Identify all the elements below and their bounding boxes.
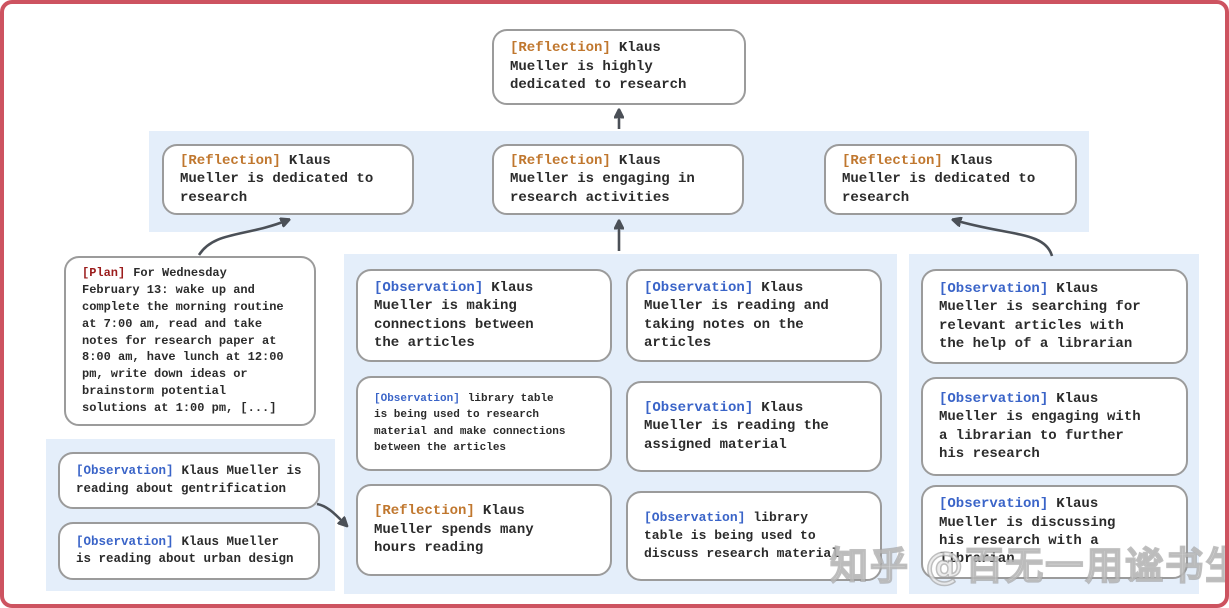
node-text: Klaus Mueller is highly dedicated to res… [510,40,687,94]
node-reflection-dedicated-left: [Reflection]Klaus Mueller is dedicated t… [162,144,414,215]
node-text: Klaus Mueller is reading the assigned ma… [644,399,829,453]
node-observation-library-table-discuss: [Observation]library table is being used… [626,491,882,581]
reflection-tag: [Reflection] [510,152,611,169]
node-observation-urban-design: [Observation]Klaus Mueller is reading ab… [58,522,320,580]
node-text: Klaus Mueller is reading and taking note… [644,279,829,351]
observation-tag: [Observation] [939,390,1049,407]
node-text: Klaus Mueller is making connections betw… [374,279,534,351]
observation-tag: [Observation] [76,534,174,549]
node-plan-wednesday: [Plan]For Wednesday February 13: wake up… [64,256,316,426]
reflection-tag: [Reflection] [510,40,611,57]
node-observation-engaging-librarian: [Observation]Klaus Mueller is engaging w… [921,377,1188,476]
node-text: For Wednesday February 13: wake up and c… [82,266,284,415]
node-text: library table is being used to research … [374,392,566,455]
observation-tag: [Observation] [374,392,460,405]
node-reflection-top: [Reflection]Klaus Mueller is highly dedi… [492,29,746,105]
observation-tag: [Observation] [939,280,1049,297]
observation-tag: [Observation] [644,509,746,525]
node-text: Klaus Mueller is reading about gentrific… [76,464,302,496]
reflection-tag: [Reflection] [842,152,943,169]
node-text: Klaus Mueller is dedicated to research [180,152,374,206]
node-observation-gentrification: [Observation]Klaus Mueller is reading ab… [58,452,320,509]
node-reflection-dedicated-right: [Reflection]Klaus Mueller is dedicated t… [824,144,1077,215]
node-text: Klaus Mueller is dedicated to research [842,152,1036,206]
node-text: Klaus Mueller is discussing his research… [939,496,1116,568]
observation-tag: [Observation] [939,496,1049,513]
observation-tag: [Observation] [644,399,754,416]
node-text: Klaus Mueller is searching for relevant … [939,280,1141,352]
node-reflection-hours-reading: [Reflection]Klaus Mueller spends many ho… [356,484,612,576]
observation-tag: [Observation] [644,279,754,296]
node-observation-making-connections: [Observation]Klaus Mueller is making con… [356,269,612,362]
node-observation-assigned-material: [Observation]Klaus Mueller is reading th… [626,381,882,472]
node-observation-discussing-librarian: [Observation]Klaus Mueller is discussing… [921,485,1188,579]
node-observation-library-table-research: [Observation]library table is being used… [356,376,612,471]
node-text: Klaus Mueller spends many hours reading [374,503,534,557]
node-reflection-engaging: [Reflection]Klaus Mueller is engaging in… [492,144,744,215]
reflection-tag: [Reflection] [374,503,475,520]
observation-tag: [Observation] [374,279,484,296]
plan-tag: [Plan] [82,266,126,281]
node-text: Klaus Mueller is engaging with a librari… [939,390,1141,462]
reflection-tag: [Reflection] [180,152,281,169]
node-text: Klaus Mueller is engaging in research ac… [510,152,695,206]
node-text: library table is being used to discuss r… [644,509,840,562]
node-observation-searching-articles: [Observation]Klaus Mueller is searching … [921,269,1188,364]
observation-tag: [Observation] [76,464,174,478]
node-text: Klaus Mueller is reading about urban des… [76,534,294,567]
node-observation-taking-notes: [Observation]Klaus Mueller is reading an… [626,269,882,362]
